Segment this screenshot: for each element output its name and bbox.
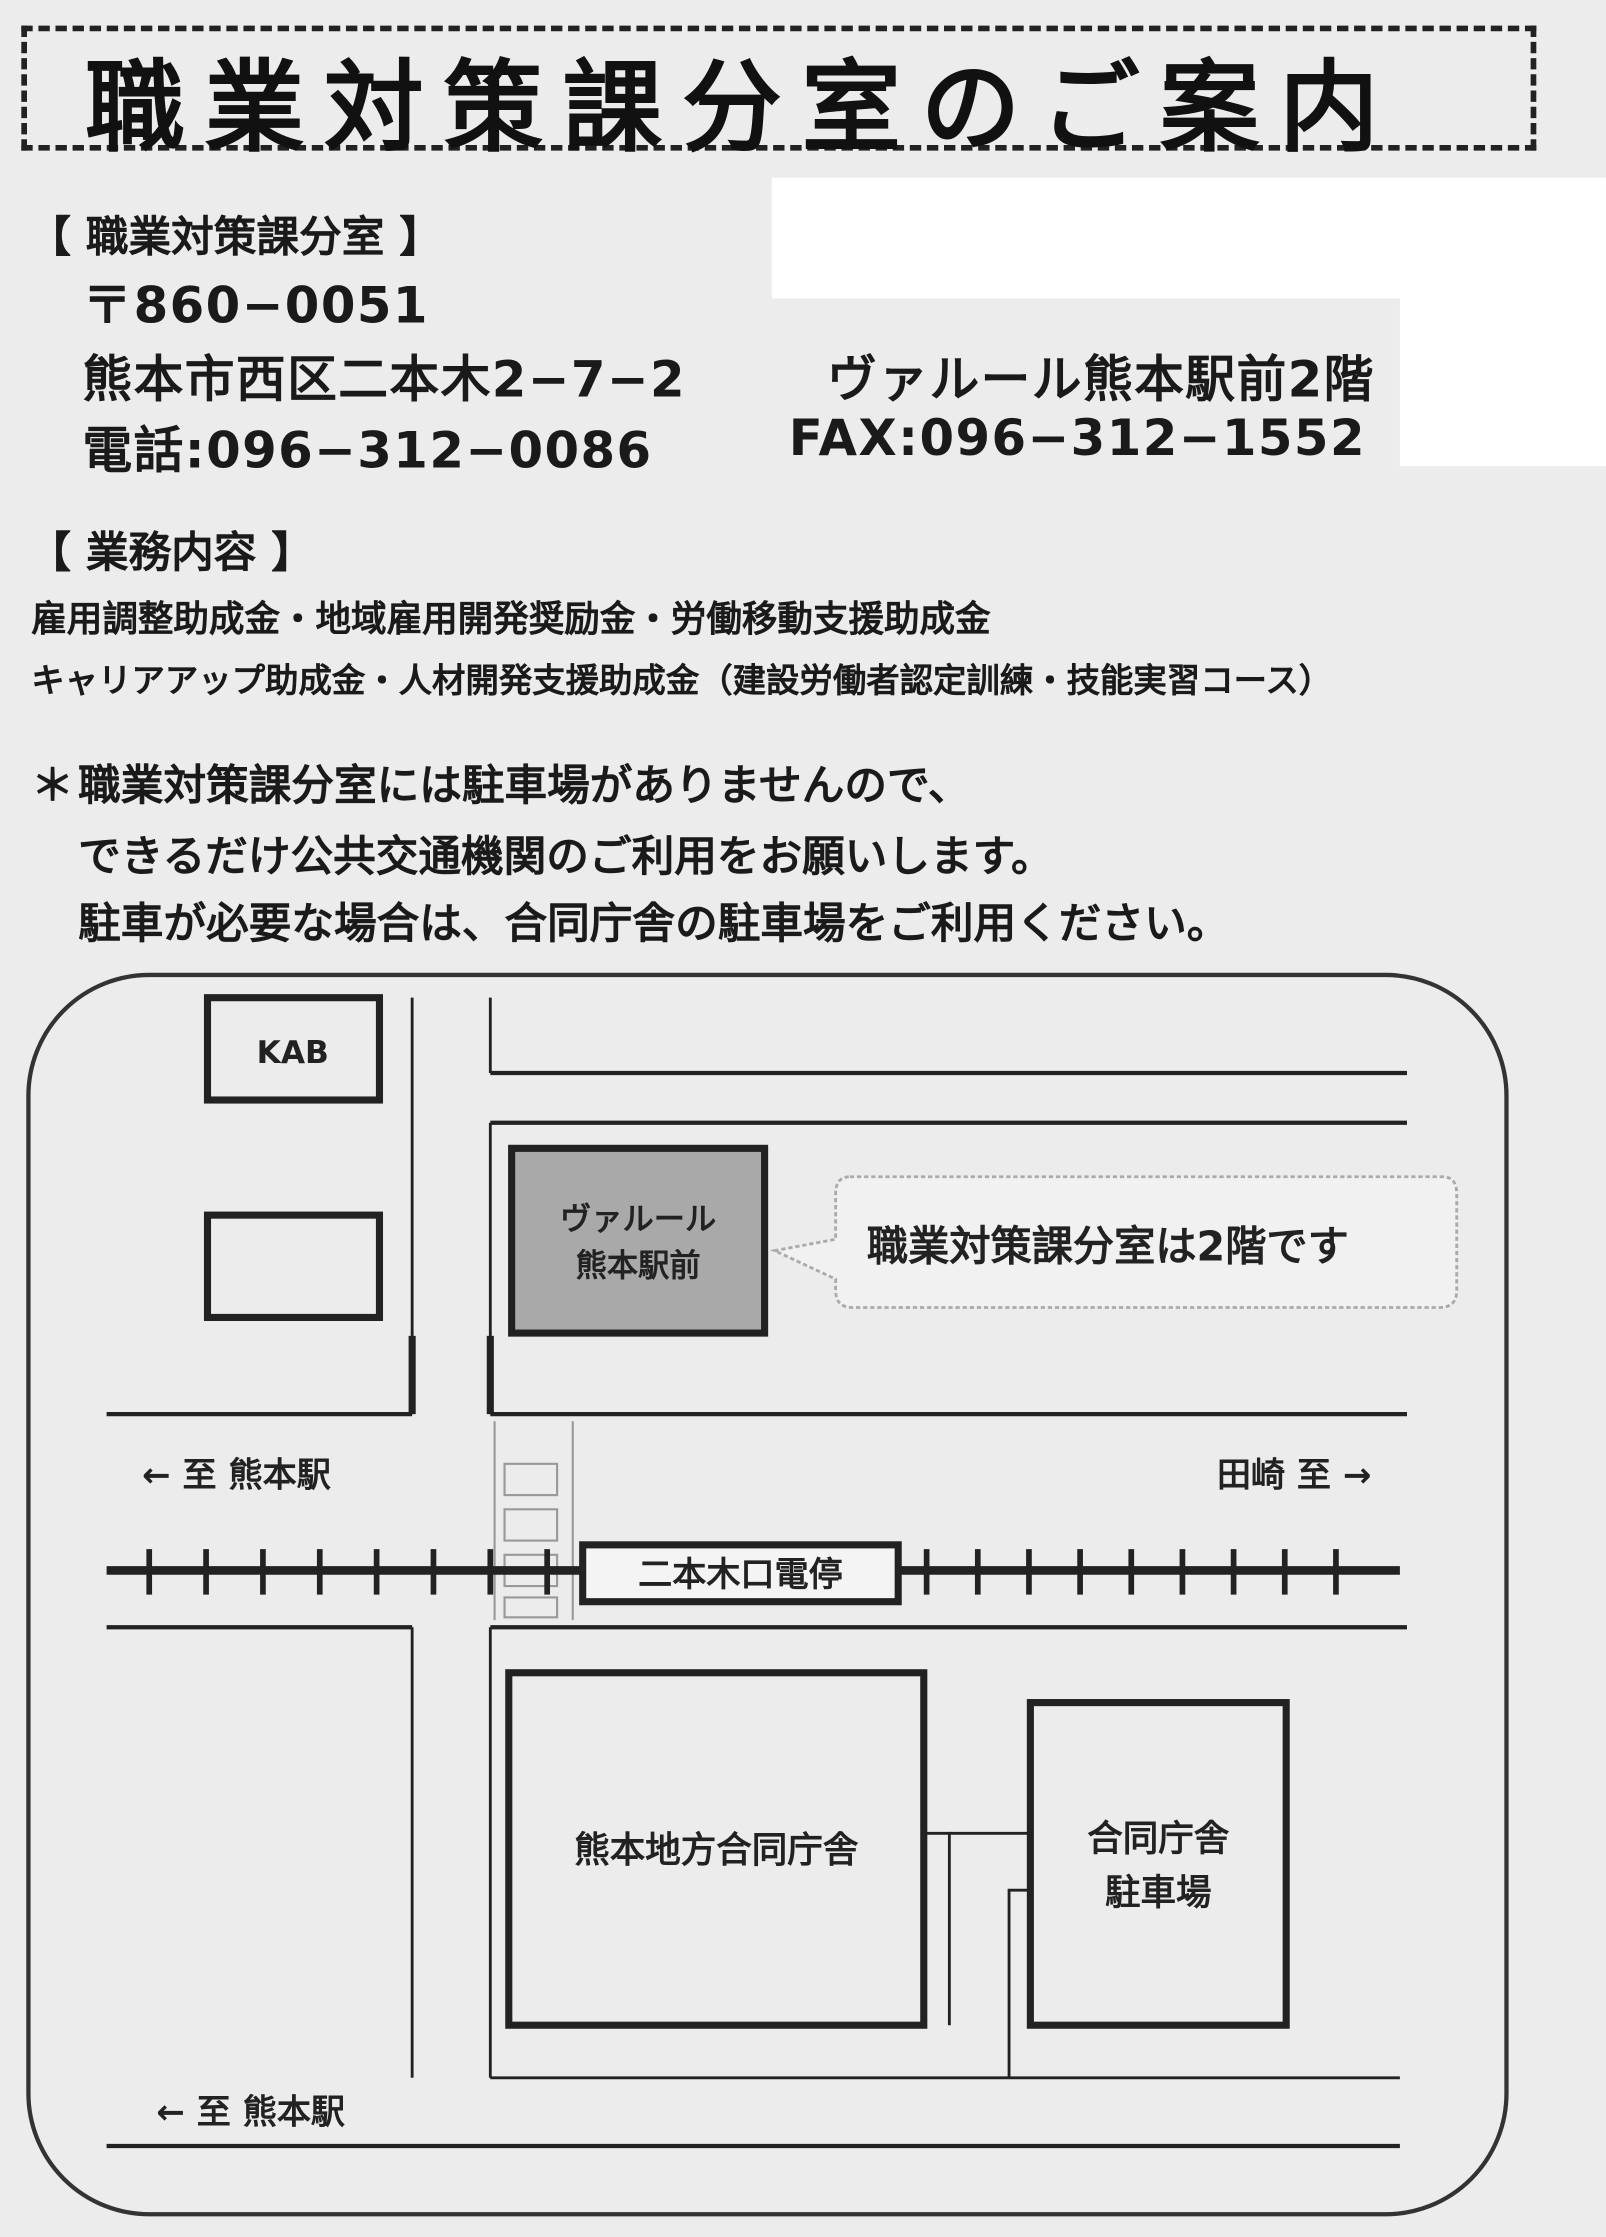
service-line: 雇用調整助成金・地域雇用開発奨励金・労働移動支援助成金 bbox=[31, 598, 991, 640]
parking-label: 駐車場 bbox=[1105, 1872, 1212, 1913]
kab-label: KAB bbox=[257, 1035, 329, 1071]
target-building-label: 熊本駅前 bbox=[576, 1247, 701, 1284]
fax-number: FAX:096−312−1552 bbox=[788, 410, 1366, 468]
address: 熊本市西区二本木2−7−2 bbox=[82, 352, 687, 410]
callout-text: 職業対策課分室は2階です bbox=[867, 1223, 1349, 1271]
gov-building-label: 熊本地方合同庁舎 bbox=[574, 1830, 859, 1871]
tram-stop-box bbox=[579, 1541, 902, 1606]
direction-tasaki: 田崎 至 → bbox=[1217, 1456, 1372, 1496]
direction-kumamoto-station-bottom: ← 至 熊本駅 bbox=[156, 2092, 345, 2132]
phone-number: 電話:096−312−0086 bbox=[82, 423, 653, 481]
callout-bubble bbox=[769, 1175, 1459, 1309]
redacted-area bbox=[1399, 298, 1606, 467]
gov-building bbox=[505, 1669, 928, 2029]
tram-ticks bbox=[146, 1549, 1339, 1595]
crosswalk bbox=[493, 1421, 574, 1621]
target-building-label: ヴァルール bbox=[560, 1200, 716, 1237]
note-line: できるだけ公共交通機関のご利用をお願いします。 bbox=[78, 832, 1054, 883]
services-heading: 【 業務内容 】 bbox=[28, 528, 314, 579]
kab-building bbox=[203, 994, 384, 1104]
page-title: 職業対策課分室のご案内 bbox=[85, 49, 1399, 167]
service-line: キャリアアップ助成金・人材開発支援助成金（建設労働者認定訓練・技能実習コース） bbox=[31, 660, 1333, 701]
note-bullet: ＊ bbox=[31, 761, 74, 812]
redacted-area bbox=[771, 177, 1606, 299]
building-block bbox=[203, 1211, 384, 1322]
building-floor: ヴァルール熊本駅前2階 bbox=[827, 352, 1375, 410]
postal-code: 〒860−0051 bbox=[82, 278, 429, 336]
tram-stop-label: 二本木口電停 bbox=[638, 1555, 843, 1595]
direction-kumamoto-station: ← 至 熊本駅 bbox=[142, 1456, 331, 1496]
note-line: 職業対策課分室には駐車場がありませんので、 bbox=[78, 761, 971, 812]
map-frame bbox=[26, 972, 1509, 2217]
target-building bbox=[508, 1144, 769, 1337]
title-frame bbox=[21, 25, 1537, 151]
note-line: 駐車が必要な場合は、合同庁舎の駐車場をご利用ください。 bbox=[78, 899, 1230, 950]
parking-building bbox=[1026, 1699, 1290, 2029]
office-heading: 【 職業対策課分室 】 bbox=[28, 213, 442, 263]
parking-label: 合同庁舎 bbox=[1087, 1818, 1230, 1859]
